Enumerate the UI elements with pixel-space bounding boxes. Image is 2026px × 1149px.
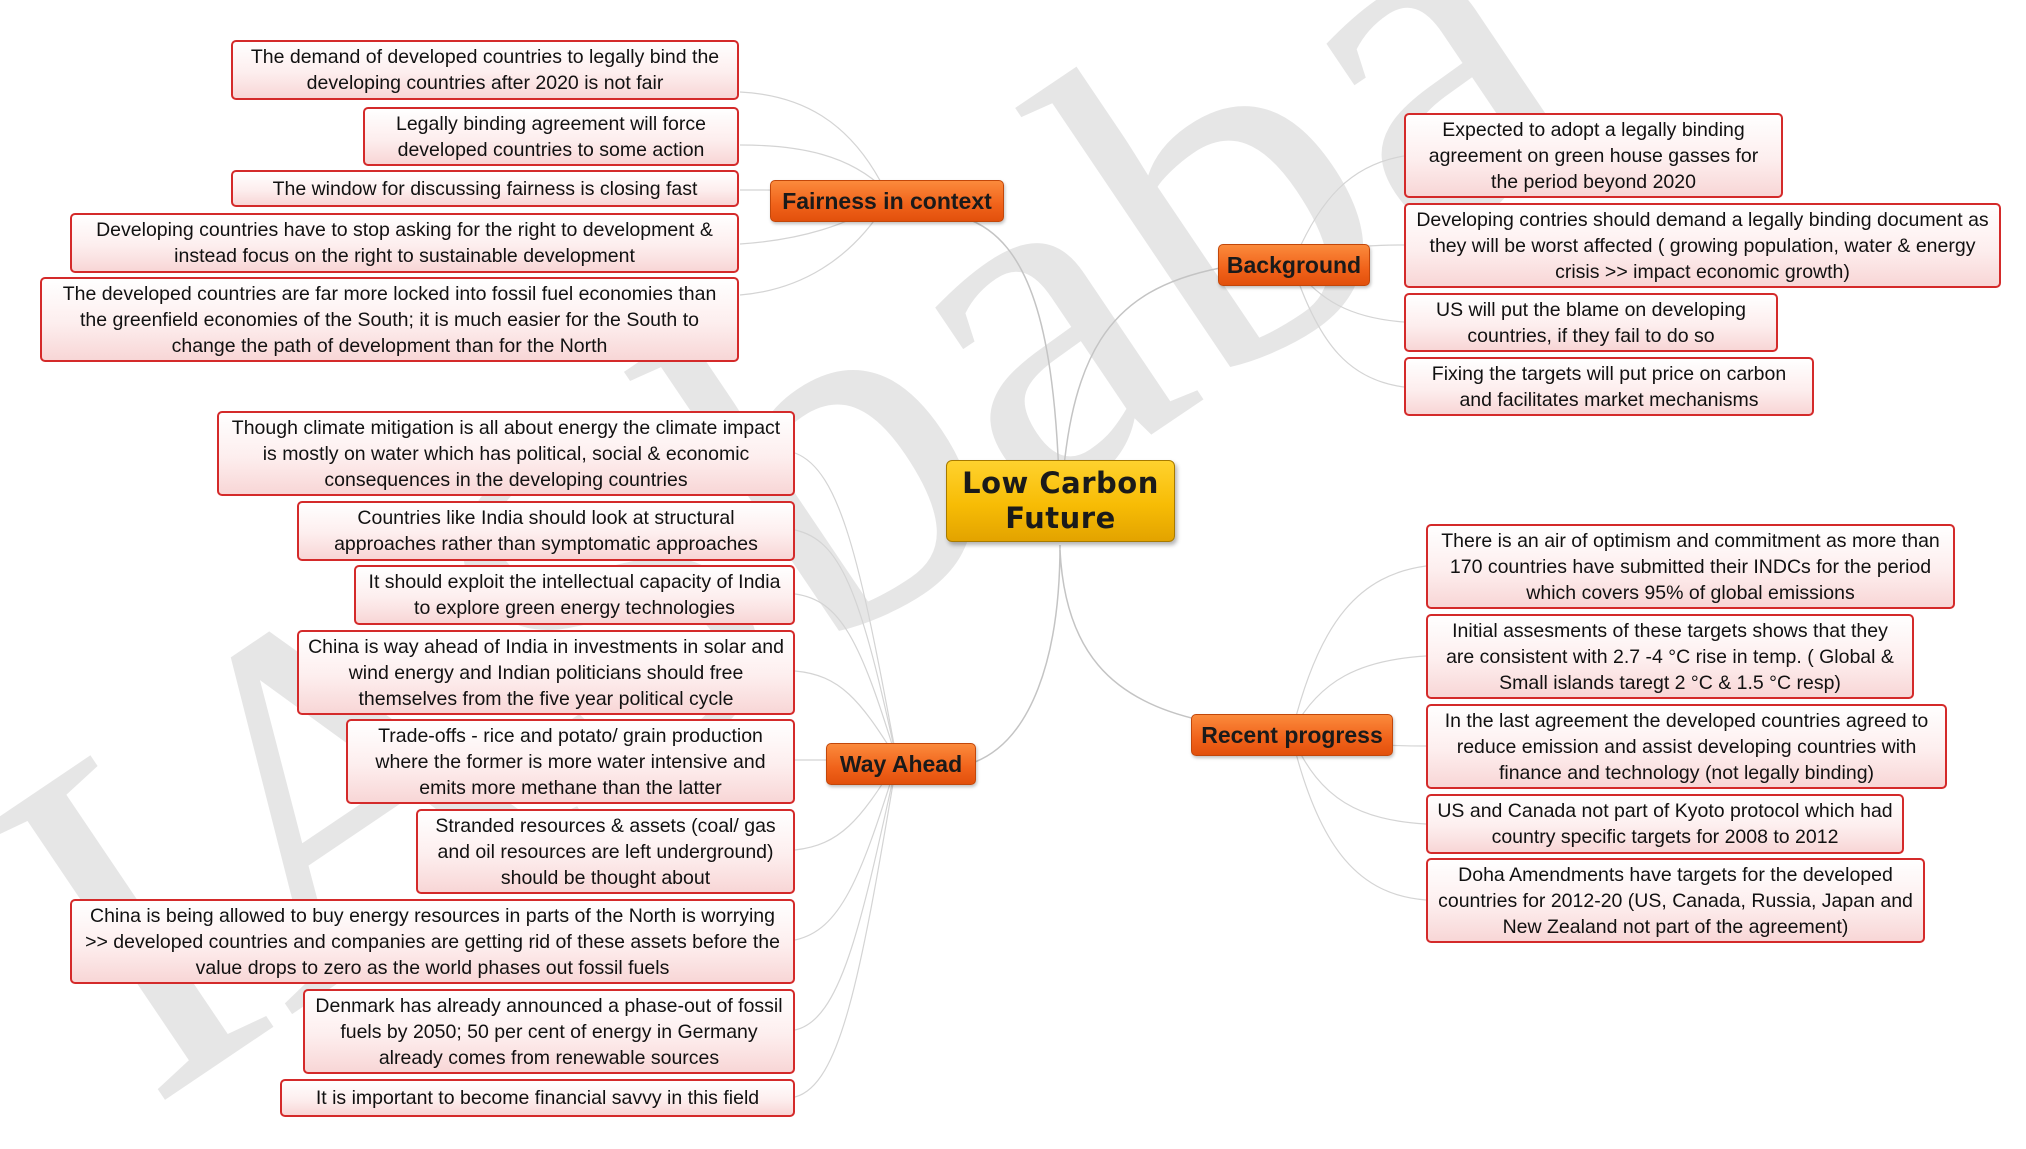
leaf-item[interactable]: Though climate mitigation is all about e…: [217, 411, 795, 496]
branch-fairness-in-context[interactable]: Fairness in context: [770, 180, 1004, 222]
leaf-connector: [794, 767, 896, 941]
connector-way-ahead: [974, 544, 1061, 763]
leaf-text: The window for discussing fairness is cl…: [272, 177, 698, 200]
leaf-connector: [1294, 271, 1405, 388]
leaf-item[interactable]: It is important to become financial savv…: [280, 1079, 795, 1117]
leaf-text: In the last agreement the developed coun…: [1444, 709, 1929, 784]
leaf-text: Expected to adopt a legally binding agre…: [1428, 118, 1759, 193]
leaf-text: Initial assesments of these targets show…: [1446, 619, 1894, 694]
leaf-text: China is being allowed to buy energy res…: [85, 904, 780, 979]
leaf-item[interactable]: Denmark has already announced a phase-ou…: [303, 989, 795, 1074]
branch-recent-progress[interactable]: Recent progress: [1191, 714, 1393, 756]
leaf-text: Doha Amendments have targets for the dev…: [1438, 863, 1913, 938]
leaf-text: The demand of developed countries to leg…: [250, 46, 720, 94]
branch-label: Background: [1226, 251, 1362, 278]
leaf-item[interactable]: Expected to adopt a legally binding agre…: [1404, 113, 1783, 198]
branch-label: Way Ahead: [839, 750, 963, 777]
leaf-text: Legally binding agreement will force dev…: [395, 112, 706, 161]
central-topic-label: Low Carbon Future: [962, 466, 1159, 535]
leaf-item[interactable]: China is being allowed to buy energy res…: [70, 899, 795, 984]
branch-label: Recent progress: [1201, 721, 1383, 748]
leaf-item[interactable]: Trade-offs - rice and potato/ grain prod…: [346, 719, 795, 804]
leaf-text: China is way ahead of India in investmen…: [308, 635, 784, 710]
leaf-item[interactable]: Initial assesments of these targets show…: [1426, 614, 1914, 699]
leaf-item[interactable]: The demand of developed countries to leg…: [231, 40, 739, 100]
leaf-item[interactable]: Doha Amendments have targets for the dev…: [1426, 858, 1925, 943]
leaf-text: Denmark has already announced a phase-ou…: [315, 994, 783, 1069]
leaf-text: There is an air of optimism and commitme…: [1441, 529, 1940, 604]
leaf-item[interactable]: Stranded resources & assets (coal/ gas a…: [416, 809, 795, 894]
leaf-connector: [794, 769, 896, 1031]
leaf-item[interactable]: Legally binding agreement will force dev…: [363, 107, 739, 166]
leaf-text: Countries like India should look at stru…: [334, 507, 758, 555]
leaf-item[interactable]: Developing contries should demand a lega…: [1404, 203, 2001, 288]
leaf-item[interactable]: Developing countries have to stop asking…: [70, 213, 739, 273]
leaf-connector: [794, 452, 896, 751]
leaf-text: Trade-offs - rice and potato/ grain prod…: [375, 724, 766, 799]
leaf-connector: [794, 771, 896, 1098]
leaf-item[interactable]: Countries like India should look at stru…: [297, 501, 795, 561]
leaf-connector: [1292, 565, 1427, 729]
leaf-connector: [739, 91, 886, 191]
branch-background[interactable]: Background: [1218, 244, 1370, 286]
leaf-item[interactable]: In the last agreement the developed coun…: [1426, 704, 1947, 789]
leaf-text: US and Canada not part of Kyoto protocol…: [1437, 800, 1893, 848]
leaf-item[interactable]: China is way ahead of India in investmen…: [297, 630, 795, 715]
leaf-text: Fixing the targets will put price on car…: [1431, 362, 1787, 411]
leaf-text: It should exploit the intellectual capac…: [368, 571, 781, 619]
leaf-item[interactable]: There is an air of optimism and commitme…: [1426, 524, 1955, 609]
leaf-item[interactable]: US will put the blame on developing coun…: [1404, 293, 1778, 352]
leaf-connector: [1294, 155, 1405, 259]
branch-label: Fairness in context: [782, 187, 992, 214]
connector-recent-progress: [1059, 549, 1201, 721]
central-topic[interactable]: Low Carbon Future: [946, 460, 1175, 542]
leaf-item[interactable]: It should exploit the intellectual capac…: [354, 565, 795, 625]
leaf-text: The developed countries are far more loc…: [62, 282, 717, 357]
leaf-connector: [1292, 741, 1427, 901]
leaf-item[interactable]: Fixing the targets will put price on car…: [1404, 357, 1814, 416]
leaf-text: Though climate mitigation is all about e…: [231, 416, 781, 491]
leaf-connector: [794, 593, 896, 755]
leaf-text: Stranded resources & assets (coal/ gas a…: [435, 814, 776, 889]
leaf-connector: [794, 529, 896, 753]
leaf-item[interactable]: The window for discussing fairness is cl…: [231, 170, 739, 207]
branch-way-ahead[interactable]: Way Ahead: [826, 743, 976, 785]
leaf-connectors: [739, 91, 1427, 1098]
leaf-text: Developing contries should demand a lega…: [1416, 208, 1989, 283]
leaf-text: US will put the blame on developing coun…: [1435, 298, 1747, 347]
leaf-text: Developing countries have to stop asking…: [96, 219, 713, 267]
leaf-item[interactable]: US and Canada not part of Kyoto protocol…: [1426, 794, 1904, 854]
leaf-text: It is important to become financial savv…: [315, 1087, 760, 1109]
leaf-item[interactable]: The developed countries are far more loc…: [40, 277, 739, 362]
